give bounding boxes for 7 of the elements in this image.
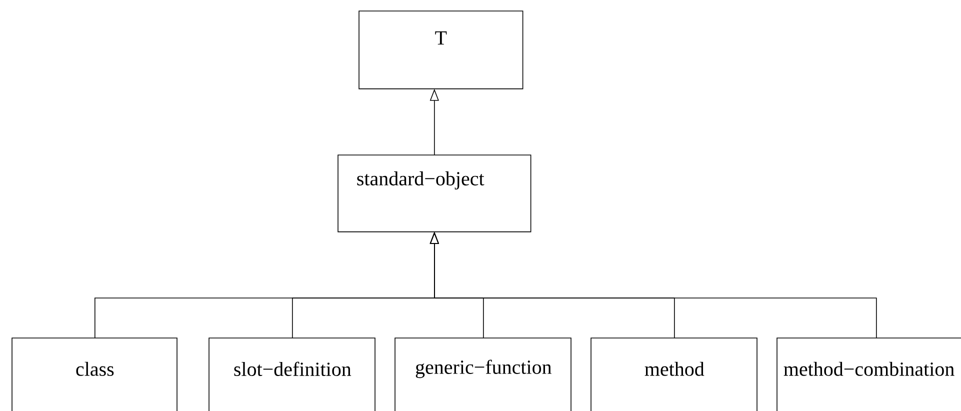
class-box: method−combination bbox=[776, 338, 961, 411]
class-box: standard−object bbox=[338, 154, 532, 232]
class-box: slot−definition bbox=[208, 338, 376, 411]
class-box: method bbox=[590, 338, 758, 411]
class-box: class bbox=[12, 338, 178, 411]
class-box: generic−function bbox=[394, 338, 572, 411]
class-box: T bbox=[358, 10, 524, 90]
